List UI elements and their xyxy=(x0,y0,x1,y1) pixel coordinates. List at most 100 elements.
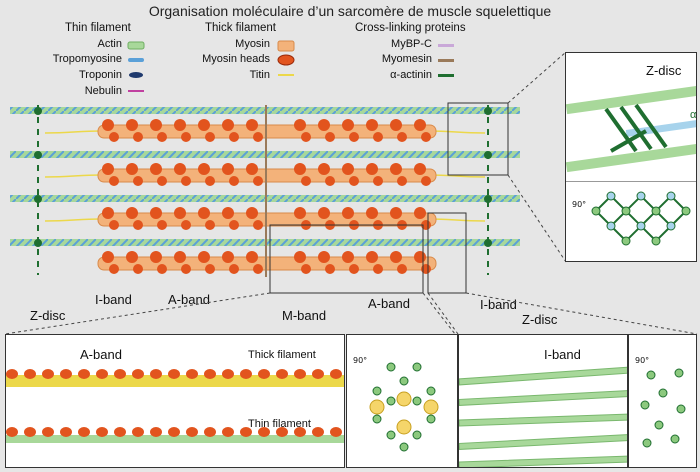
myosin-head xyxy=(157,220,167,230)
legend-swatches xyxy=(127,40,454,92)
aband-myosin-head xyxy=(294,369,306,379)
label-a-band-right: A-band xyxy=(368,296,410,311)
myosin-head xyxy=(421,132,431,142)
sarcomere-diagram xyxy=(10,102,520,294)
myosin-head xyxy=(205,176,215,186)
myosin-head xyxy=(318,163,330,175)
aband-myosin-head xyxy=(6,427,18,437)
myosin-head xyxy=(229,176,239,186)
aband-filaments xyxy=(6,369,344,443)
myosin-head xyxy=(174,251,186,263)
zdisc-panel: Z-disc α 90° xyxy=(565,52,697,262)
myosin-head xyxy=(205,132,215,142)
myosin-head xyxy=(205,264,215,274)
aband-myosin-head xyxy=(114,427,126,437)
myosin-head xyxy=(366,119,378,131)
zdisc-cross-section: 90° xyxy=(566,181,696,246)
iband-rotation-label: 90° xyxy=(635,356,649,365)
myosin-head xyxy=(133,176,143,186)
legend-swatch-titin xyxy=(278,74,294,76)
aband-myosin-head xyxy=(330,427,342,437)
zoom-box-aband xyxy=(269,224,424,294)
myosin-head xyxy=(373,132,383,142)
legend-heading-cross: Cross-linking proteins xyxy=(355,22,466,34)
aband-myosin-head xyxy=(150,369,162,379)
myosin-head xyxy=(325,264,335,274)
legend-heading-thick: Thick filament xyxy=(205,22,276,34)
aband-myosin-head xyxy=(330,369,342,379)
myosin-head xyxy=(349,132,359,142)
myosin-head xyxy=(174,207,186,219)
legend-swatch-myosin-heads xyxy=(277,54,295,66)
aband-myosin-head xyxy=(96,427,108,437)
aband-myosin-head xyxy=(312,369,324,379)
myosin-head xyxy=(246,251,258,263)
aband-heads xyxy=(6,369,342,437)
myosin-head xyxy=(198,251,210,263)
aband-myosin-head xyxy=(114,369,126,379)
myosin-head xyxy=(150,119,162,131)
myosin-head xyxy=(181,132,191,142)
myosin-head xyxy=(157,132,167,142)
legend-swatch-actin xyxy=(127,41,145,50)
label-m-band: M-band xyxy=(282,308,327,323)
myosin-head xyxy=(390,207,402,219)
zoom-box-iband xyxy=(427,212,467,294)
myosin-head xyxy=(253,264,263,274)
aband-myosin-head xyxy=(78,427,90,437)
aband-myosin-head xyxy=(240,369,252,379)
legend-swatch-nebulin xyxy=(128,90,144,92)
myosin-head xyxy=(397,132,407,142)
zdisc-rotation-label: 90° xyxy=(572,200,586,209)
aband-rotation-label: 90° xyxy=(353,356,367,365)
myosin-head xyxy=(102,119,114,131)
myosin-head xyxy=(109,132,119,142)
myosin-head xyxy=(397,264,407,274)
aband-myosin-head xyxy=(222,369,234,379)
myosin-head xyxy=(318,251,330,263)
zdisc-alpha-mark: α xyxy=(690,109,697,121)
myosin-head xyxy=(349,264,359,274)
aband-myosin-head xyxy=(132,369,144,379)
aband-myosin-head xyxy=(168,427,180,437)
label-i-band-left: I-band xyxy=(95,292,132,307)
label-a-band-left: A-band xyxy=(168,292,210,307)
myosin-head xyxy=(229,132,239,142)
z-disc-right xyxy=(484,105,492,275)
myosin-head xyxy=(198,163,210,175)
aband-myosin-head xyxy=(276,369,288,379)
aband-myosin-head xyxy=(222,427,234,437)
myosin-head xyxy=(342,163,354,175)
aband-myosin-head xyxy=(294,427,306,437)
aband-myosin-head xyxy=(276,427,288,437)
aband-myosin-head xyxy=(240,427,252,437)
legend-swatch-myosin xyxy=(277,40,295,52)
myosin-head xyxy=(126,207,138,219)
myosin-head xyxy=(222,251,234,263)
myosin-head xyxy=(366,251,378,263)
aband-myosin-head xyxy=(204,369,216,379)
aband-myosin-head xyxy=(60,427,72,437)
myosin-head xyxy=(414,207,426,219)
myosin-head xyxy=(390,119,402,131)
aband-myosin-head xyxy=(24,369,36,379)
aband-myosin-head xyxy=(312,427,324,437)
myosin-head xyxy=(181,264,191,274)
zdisc-panel-title: Z-disc xyxy=(646,63,682,78)
myosin-head xyxy=(397,176,407,186)
legend-swatch-troponin xyxy=(129,72,143,78)
myosin-head xyxy=(390,251,402,263)
myosin-head xyxy=(181,220,191,230)
label-z-disc-left: Z-disc xyxy=(30,308,66,323)
myosin-head xyxy=(222,163,234,175)
myosin-head xyxy=(253,220,263,230)
aband-myosin-head xyxy=(258,427,270,437)
aband-myosin-head xyxy=(42,427,54,437)
legend-swatch-myomesin xyxy=(438,59,454,62)
myosin-head xyxy=(246,207,258,219)
legend-heading-thin: Thin filament xyxy=(65,22,131,34)
legend-item-actin: Actin xyxy=(97,38,122,50)
iband-cross-section: 90° xyxy=(628,334,697,468)
figure-title: Organisation moléculaire d’un sarcomère … xyxy=(148,3,552,19)
